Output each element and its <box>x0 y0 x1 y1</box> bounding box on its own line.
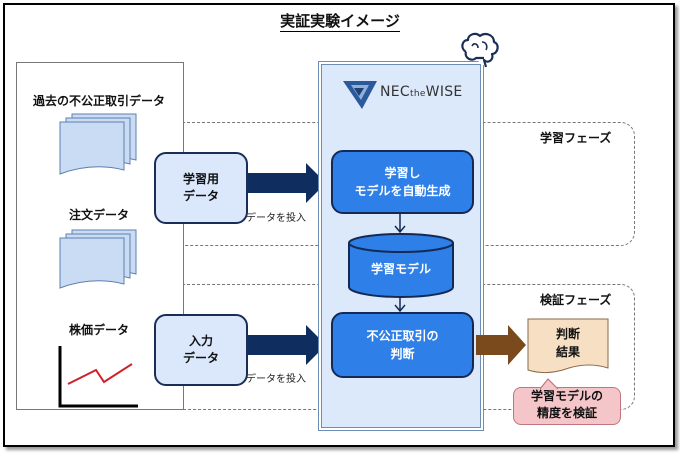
order-data-label: 注文データ <box>68 208 129 222</box>
feed-arrow-input <box>248 325 326 365</box>
verify-accuracy-callout: 学習モデルの精度を検証 <box>513 387 621 425</box>
learning-model-database-icon <box>348 233 454 298</box>
feed-label-input: データを投入 <box>246 374 306 385</box>
nec-logo-icon <box>343 81 377 109</box>
training-data-box: 学習用データ <box>154 152 248 224</box>
fraud-judgment-box: 不公正取引の判断 <box>331 312 474 378</box>
down-arrow-1 <box>394 212 406 234</box>
input-data-box: 入力データ <box>154 314 248 386</box>
learning-phase-label: 学習フェーズ <box>540 131 612 145</box>
past-fraud-data-label: 過去の不公正取引データ <box>32 94 165 108</box>
down-arrow-2 <box>394 297 406 313</box>
judgment-result-label: 判断結果 <box>555 327 580 359</box>
learning-model-label: 学習モデル <box>370 262 431 276</box>
feed-arrow-training <box>248 163 326 203</box>
result-arrow <box>476 325 526 365</box>
generate-model-box: 学習しモデルを自動生成 <box>331 150 474 214</box>
feed-label-training: データを投入 <box>246 213 306 224</box>
document-stack-icon <box>59 113 137 175</box>
line-chart-icon <box>58 346 138 408</box>
callout-pointer <box>540 378 559 390</box>
judgment-result-document-icon <box>527 318 609 374</box>
brand-logo-text: NECtheWISE <box>380 84 463 100</box>
document-stack-icon <box>59 229 137 289</box>
stock-price-data-label: 株価データ <box>68 323 129 337</box>
diagram-title: 実証実験イメージ <box>280 12 400 32</box>
verification-phase-label: 検証フェーズ <box>540 293 612 307</box>
brain-icon <box>461 32 499 68</box>
